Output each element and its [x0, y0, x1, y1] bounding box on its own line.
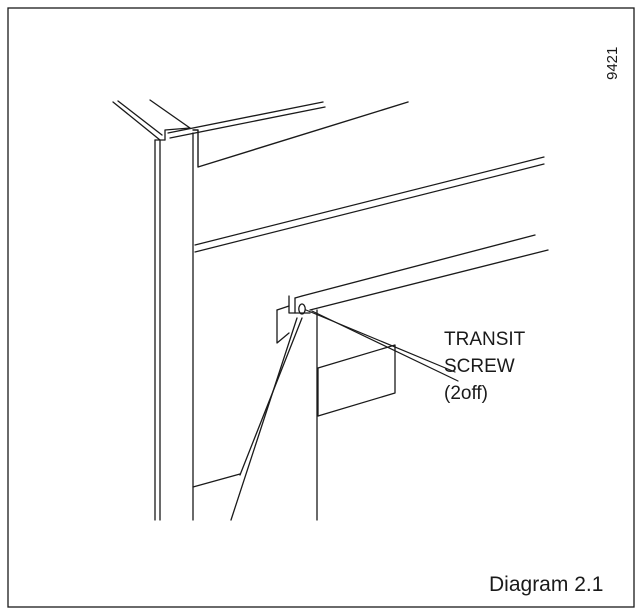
transit-screw-bracket [276, 295, 311, 344]
diagram-frame [7, 7, 635, 608]
base-edge [192, 473, 241, 488]
cabinet-left-side [154, 132, 194, 521]
support-strut [230, 317, 303, 521]
cabinet-panel-edge [194, 156, 545, 253]
corner-top-edge [112, 99, 326, 141]
figure-reference-number: 9421 [604, 47, 621, 80]
tub-top-edge [294, 234, 549, 311]
diagram-caption: Diagram 2.1 [489, 573, 603, 596]
callout-leader [305, 309, 459, 382]
cabinet-top-rail [192, 101, 409, 168]
transit-screw-icon [298, 303, 306, 315]
cabinet-drawing [112, 99, 549, 521]
callout-label-line-2: SCREW [444, 356, 515, 377]
tub-front-recess [317, 344, 396, 417]
callout-label-line-3: (2off) [444, 383, 488, 404]
callout-label-line-1: TRANSIT [444, 329, 526, 350]
callout-label: TRANSIT SCREW (2off) [444, 329, 530, 404]
